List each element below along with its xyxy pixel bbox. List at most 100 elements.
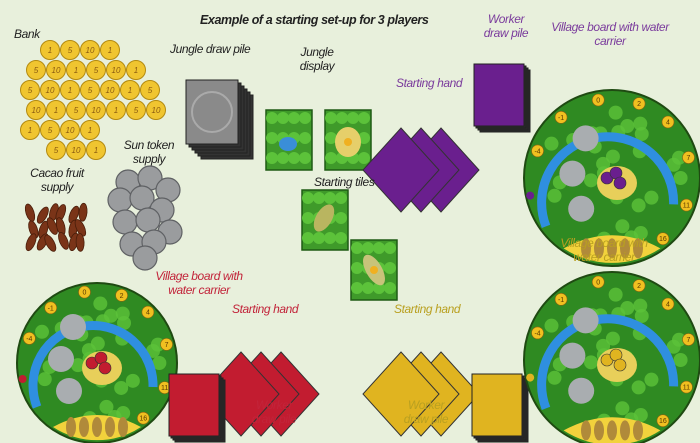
track-number: -1: [558, 297, 564, 304]
starting-tile-2: [350, 239, 398, 301]
track-number: 2: [120, 293, 124, 300]
track-space: [115, 289, 128, 302]
coin: [20, 80, 40, 100]
tree: [583, 173, 598, 188]
tree: [325, 132, 337, 144]
tree: [93, 296, 108, 311]
tree: [358, 112, 370, 124]
track-space: [682, 333, 695, 346]
cacao-fruit: [44, 234, 57, 252]
value: [344, 138, 352, 146]
tree: [384, 282, 396, 294]
coin-value: 5: [88, 86, 93, 95]
track-space: [680, 380, 693, 394]
coin: [100, 40, 120, 60]
tree: [608, 105, 623, 120]
coin: [126, 60, 146, 80]
tree: [277, 152, 289, 164]
cacao-plantation: [620, 238, 630, 259]
tree: [362, 242, 374, 254]
tree: [70, 358, 85, 373]
track-space: [661, 115, 675, 129]
tree: [324, 192, 336, 204]
cacao-fruit: [78, 202, 88, 222]
tree: [336, 112, 348, 124]
coin-value: 5: [54, 146, 59, 155]
diagram-title: Example of a starting set-up for 3 playe…: [200, 13, 429, 27]
coin: [66, 60, 86, 80]
track-space: [136, 411, 150, 425]
coin-value: 1: [134, 66, 138, 75]
coin-value: 10: [92, 106, 101, 115]
coin-value: 10: [32, 106, 41, 115]
coin: [46, 60, 66, 80]
tree: [351, 282, 363, 294]
track-number: 0: [596, 280, 600, 287]
track-space: [591, 93, 605, 107]
tree: [671, 332, 686, 347]
track-space: [141, 305, 155, 319]
track-number: -4: [534, 330, 540, 337]
tree: [547, 188, 562, 203]
tree: [351, 262, 363, 274]
sun-token: [132, 245, 158, 271]
tree: [605, 149, 620, 164]
tree: [631, 198, 646, 213]
tree: [358, 132, 370, 144]
coin: [60, 120, 80, 140]
tree: [103, 308, 118, 323]
coin: [100, 80, 120, 100]
tree: [299, 152, 311, 164]
cacao-plantation: [66, 417, 76, 437]
temple-space: [559, 160, 586, 187]
tree: [544, 136, 559, 151]
coin: [80, 120, 100, 140]
tree: [335, 232, 347, 244]
yellow-worker-draw-pile: [471, 373, 529, 443]
coin: [146, 100, 166, 120]
coin: [40, 40, 60, 60]
track-space: [680, 198, 693, 212]
coin: [66, 100, 86, 120]
sun-token-supply-label: Sun token supply: [123, 138, 175, 166]
starting-tiles-label: Starting tiles: [314, 175, 375, 189]
tree: [125, 373, 140, 388]
worker-tile: [471, 373, 523, 437]
track-number: -1: [558, 115, 564, 122]
coin: [46, 140, 66, 160]
tree: [547, 370, 562, 385]
cacao-plantation: [581, 238, 591, 259]
red-starting-hand-label: Starting hand: [232, 302, 299, 316]
coin: [86, 100, 106, 120]
track-number: 11: [683, 385, 690, 392]
sun-token: [107, 187, 133, 213]
track-number: 2: [637, 101, 641, 108]
tree: [288, 112, 300, 124]
tree: [152, 356, 167, 370]
coin-value: 10: [112, 66, 121, 75]
jungle-tile-back: [185, 79, 239, 145]
tree: [633, 298, 648, 313]
track-number: 7: [165, 342, 169, 349]
tree: [277, 112, 289, 124]
coin-value: 10: [86, 46, 95, 55]
clearing: [313, 204, 335, 232]
worker-tile: [168, 373, 220, 437]
coin: [106, 100, 126, 120]
coin-value: 5: [134, 106, 139, 115]
tree: [605, 331, 620, 346]
jungle-display-tile-2: [324, 109, 372, 171]
coin-value: 1: [68, 86, 72, 95]
red-worker-draw-pile-label: Worker draw pile: [251, 398, 297, 426]
cacao-plantation: [633, 420, 643, 441]
track-number: 7: [687, 155, 691, 162]
temple-space: [48, 346, 74, 372]
cacao-fruit: [25, 233, 37, 252]
track-space: [632, 279, 646, 292]
tree: [362, 282, 374, 294]
tree: [631, 380, 646, 395]
coin-value: 1: [114, 106, 118, 115]
coin-value: 1: [88, 126, 92, 135]
